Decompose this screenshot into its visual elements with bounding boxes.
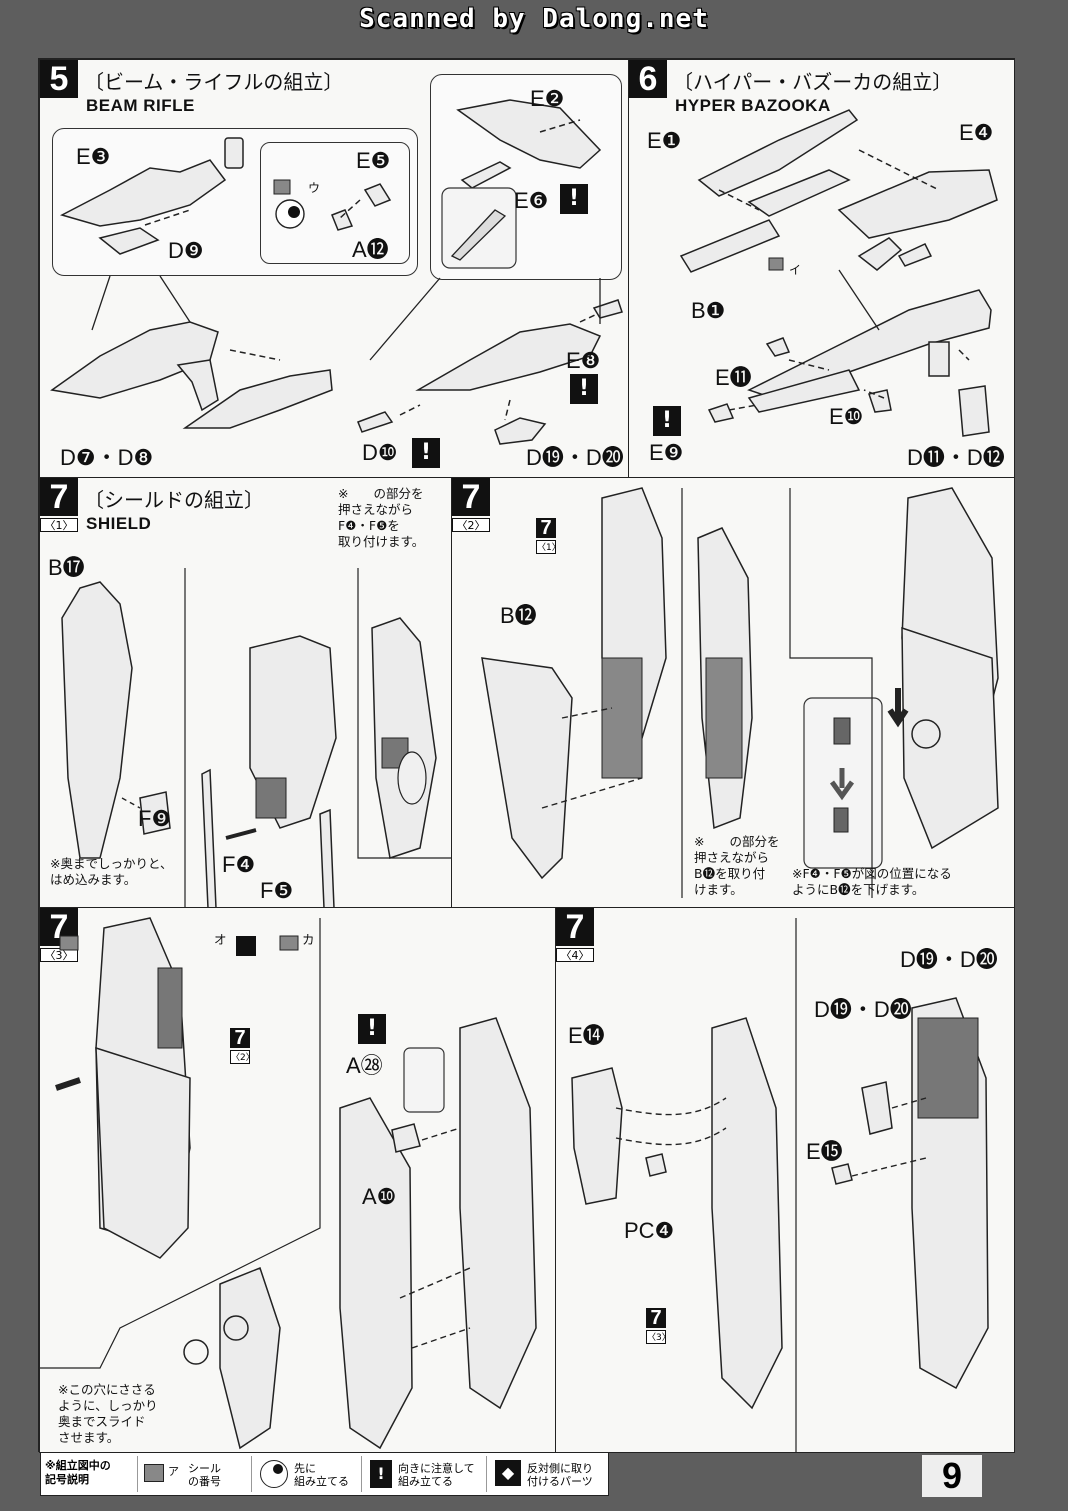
legend-sticker-mark: ア	[168, 1465, 179, 1478]
step5-en-title: BEAM RIFLE	[86, 96, 195, 115]
legend-sticker-text: シール の番号	[188, 1462, 221, 1488]
label-e1: E❶	[647, 128, 682, 153]
beam-rifle-drawing	[50, 99, 623, 445]
step7-3-panel: 7 〈3〉 オ カ 7 〈2〉	[39, 907, 557, 1453]
label-d10: D❿	[362, 440, 398, 465]
legend-heading: ※組立図中の 記号説明	[45, 1459, 111, 1486]
label-e11: E⓫	[715, 365, 752, 390]
caution-icon: !	[570, 374, 598, 404]
substep-number: 〈2〉	[452, 518, 490, 532]
symbol-legend: ※組立図中の 記号説明 ア シール の番号 先に 組み立てる ! 向きに注意して…	[40, 1452, 609, 1496]
hyper-bazooka-drawing	[679, 109, 998, 437]
sticker-o: オ	[214, 932, 227, 947]
step-number: 6	[629, 60, 667, 98]
step5-panel: 5 〔ビーム・ライフルの組立〕 BEAM RIFLE	[39, 59, 630, 479]
label-b17: B⓱	[48, 555, 85, 580]
caution-icon: !	[358, 1014, 386, 1044]
step7-en-title: SHIELD	[86, 514, 152, 533]
substep-number: 〈1〉	[40, 518, 78, 532]
note-press-b12: ※ の部分を 押さえながら B⓬を取り付 けます。	[694, 834, 780, 897]
label-d11-d12: D⓫・D⓬	[907, 445, 1005, 470]
reference-step: 7	[230, 1028, 250, 1048]
instruction-page: 5 〔ビーム・ライフルの組立〕 BEAM RIFLE	[38, 58, 1015, 1453]
label-e5: E❺	[356, 148, 391, 173]
caution-icon: !	[370, 1460, 392, 1488]
step-number: 7	[556, 908, 594, 946]
step7-2-panel: 7 〈2〉 7 〈1〉 B⓬ ※ の部分を 押さえな	[451, 477, 1015, 909]
step6-panel: 6 〔ハイパー・バズーカの組立〕 HYPER BAZOOKA	[628, 59, 1015, 479]
shield-drawing-2	[481, 487, 999, 898]
note-lower-b12: ※F❹・F❺が図の位置になる ようにB⓬を下げます。	[792, 866, 952, 897]
label-d19-d20-b: D⓳・D⓴	[814, 997, 912, 1022]
legend-caution-text: 向きに注意して 組み立てる	[398, 1462, 475, 1488]
step7-1-panel: 7 〈1〉 〔シールドの組立〕 SHIELD ※ の部分を 押さえながら F❹・…	[39, 477, 453, 909]
shield-drawing-1	[61, 568, 452, 908]
caution-icon: !	[653, 406, 681, 436]
label-b12: B⓬	[500, 603, 537, 628]
step5-jp-title: 〔ビーム・ライフルの組立〕	[84, 70, 344, 94]
reference-substep: 〈3〉	[646, 1330, 671, 1344]
substep-number: 〈4〉	[556, 948, 594, 962]
step6-en-title: HYPER BAZOOKA	[675, 96, 831, 115]
legend-sticker: ア シール の番号	[137, 1456, 268, 1492]
label-d19-d20: D⓳・D⓴	[526, 445, 624, 470]
note-press-f4-f5: ※ の部分を 押さえながら F❹・F❺を 取り付けます。	[338, 486, 425, 549]
label-e3: E❸	[76, 144, 111, 169]
opposite-side-icon: ◆	[495, 1460, 521, 1486]
reference-substep: 〈1〉	[536, 540, 561, 554]
assemble-first-icon	[260, 1460, 288, 1488]
label-f9: F❾	[138, 806, 172, 831]
legend-assemble-first: 先に 組み立てる	[251, 1456, 372, 1492]
legend-opposite-text: 反対側に取り 付けるパーツ	[527, 1462, 593, 1488]
reference-step: 7	[536, 518, 556, 538]
shield-drawing-3	[40, 917, 537, 1450]
scanner-credit: Scanned by Dalong.net	[359, 4, 709, 34]
page-number: 9	[922, 1455, 982, 1497]
caution-icon: !	[560, 184, 588, 214]
label-e2: E❷	[530, 86, 565, 111]
shield-drawing-4	[571, 918, 989, 1452]
legend-caution: ! 向きに注意して 組み立てる	[361, 1456, 492, 1492]
label-e10: E❿	[829, 404, 864, 429]
label-pc4: PC❹	[624, 1218, 675, 1243]
label-f5: F❺	[260, 878, 294, 903]
label-d7-d8: D❼・D❽	[60, 445, 154, 470]
legend-opposite-side: ◆ 反対側に取り 付けるパーツ	[486, 1456, 607, 1492]
label-a10: A❿	[362, 1184, 397, 1209]
label-a12: A⓬	[352, 237, 389, 262]
sticker-ka: カ	[302, 932, 315, 947]
label-e14: E⓮	[568, 1023, 605, 1048]
step-number: 7	[452, 478, 490, 516]
label-e9: E❾	[649, 440, 684, 465]
label-f4: F❹	[222, 852, 256, 877]
step-number: 5	[40, 60, 78, 98]
step7-jp-title: 〔シールドの組立〕	[84, 488, 264, 512]
caution-icon: !	[412, 438, 440, 468]
label-e4: E❹	[959, 120, 994, 145]
sticker-icon	[144, 1464, 164, 1482]
legend-first-text: 先に 組み立てる	[294, 1462, 349, 1488]
label-b1: B❶	[691, 298, 726, 323]
sticker-u: ウ	[308, 181, 321, 195]
label-e8: E❽	[566, 348, 601, 373]
note-slide-in: ※この穴にささる ように、しっかり 奥までスライド させます。	[58, 1382, 158, 1445]
label-e15: E⓯	[806, 1139, 843, 1164]
sticker-i: イ	[789, 263, 802, 277]
step7-4-panel: 7 〈4〉 7 〈3〉 E⓮ PC❹ D⓳・D⓴ D⓳・D⓴ E⓯	[555, 907, 1015, 1453]
reference-substep: 〈2〉	[230, 1050, 255, 1064]
note-insert-firmly: ※奥までしっかりと、 はめ込みます。	[50, 856, 173, 887]
step6-jp-title: 〔ハイパー・バズーカの組立〕	[673, 70, 953, 94]
substep-number: 〈3〉	[40, 948, 78, 962]
step-number: 7	[40, 478, 78, 516]
label-d19-d20-a: D⓳・D⓴	[900, 947, 998, 972]
reference-step: 7	[646, 1308, 666, 1328]
rifle-sight-box	[260, 142, 410, 264]
label-d9: D❾	[168, 238, 204, 263]
label-e6: E❻	[514, 188, 549, 213]
label-a28: A㉘	[346, 1053, 383, 1078]
